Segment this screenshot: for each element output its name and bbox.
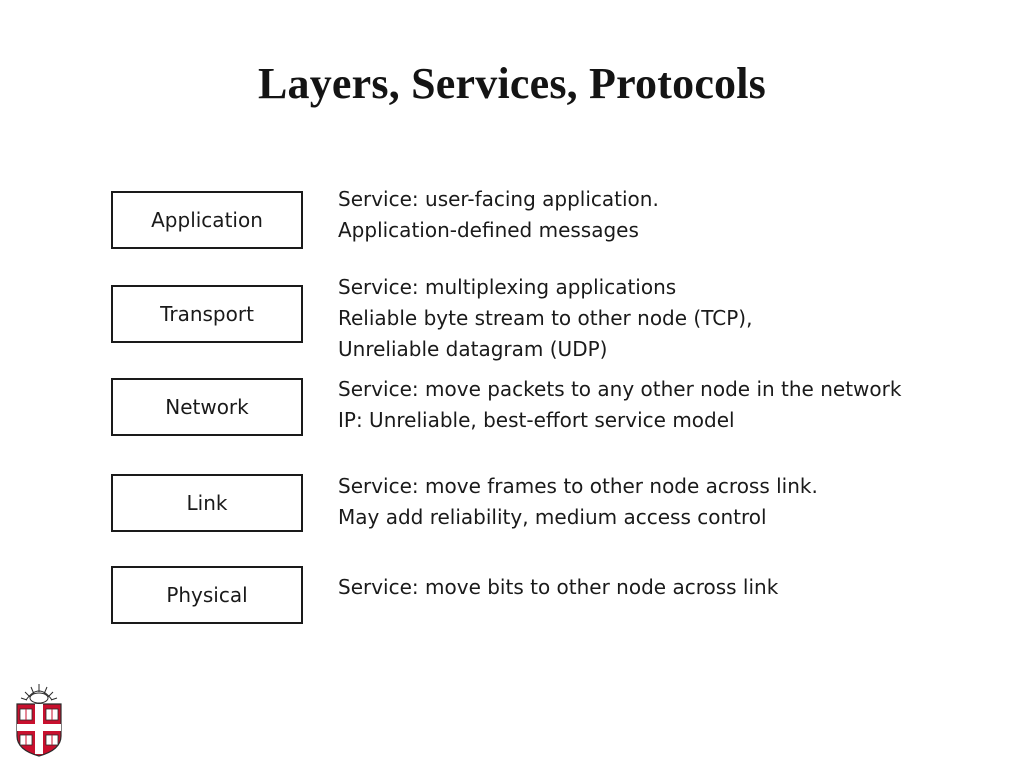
description-line: Service: move packets to any other node … — [338, 377, 902, 401]
university-shield-icon — [14, 680, 64, 758]
description-line: Unreliable datagram (UDP) — [338, 337, 608, 361]
layer-label-physical: Physical — [166, 583, 248, 607]
description-line: May add reliability, medium access contr… — [338, 505, 767, 529]
layer-box-physical: Physical — [111, 566, 303, 624]
description-line: Service: move frames to other node acros… — [338, 474, 818, 498]
layer-label-link: Link — [186, 491, 228, 515]
layer-box-application: Application — [111, 191, 303, 249]
layer-description-link: Service: move frames to other node acros… — [338, 471, 998, 533]
description-line: Service: user-facing application. — [338, 187, 659, 211]
layer-box-network: Network — [111, 378, 303, 436]
slide-title: Layers, Services, Protocols — [257, 59, 766, 108]
layer-description-network: Service: move packets to any other node … — [338, 374, 998, 436]
description-line: Application-defined messages — [338, 218, 639, 242]
description-line: IP: Unreliable, best-effort service mode… — [338, 408, 735, 432]
layer-description-transport: Service: multiplexing applications Relia… — [338, 272, 998, 365]
layer-description-application: Service: user-facing application. Applic… — [338, 184, 998, 246]
description-line: Service: multiplexing applications — [338, 275, 677, 299]
layer-description-physical: Service: move bits to other node across … — [338, 572, 998, 603]
description-line: Service: move bits to other node across … — [338, 575, 779, 599]
description-line: Reliable byte stream to other node (TCP)… — [338, 306, 753, 330]
layer-box-link: Link — [111, 474, 303, 532]
layer-label-transport: Transport — [160, 302, 254, 326]
layer-label-network: Network — [165, 395, 249, 419]
layer-label-application: Application — [151, 208, 263, 232]
layer-box-transport: Transport — [111, 285, 303, 343]
